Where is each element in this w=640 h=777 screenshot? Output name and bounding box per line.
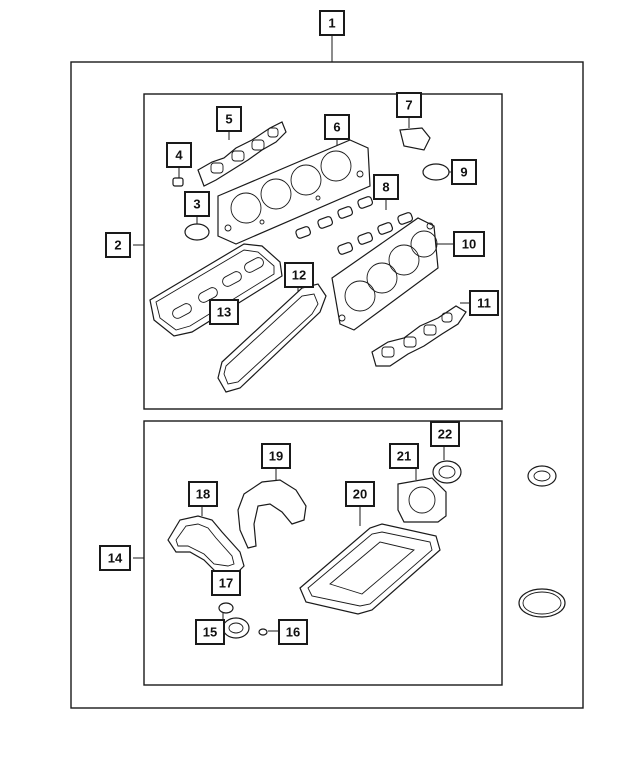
callout-18: 18 xyxy=(188,481,218,507)
callout-1: 1 xyxy=(319,10,345,36)
svg-text:16: 16 xyxy=(286,625,300,640)
loose-seal-small xyxy=(527,465,557,487)
intake-gaskets-part-8 xyxy=(295,196,414,255)
svg-text:12: 12 xyxy=(292,268,306,283)
seal-part-9 xyxy=(422,163,450,181)
oil-pan-gasket-part-20 xyxy=(299,523,441,615)
loose-seal-large xyxy=(518,588,566,618)
small-o-ring xyxy=(218,602,234,614)
svg-text:2: 2 xyxy=(114,238,121,253)
cylinder-head-gasket-part-10 xyxy=(331,217,439,331)
gasket-part-7 xyxy=(399,127,431,151)
svg-text:6: 6 xyxy=(333,120,340,135)
callout-17: 17 xyxy=(211,570,241,596)
callout-7: 7 xyxy=(396,92,422,118)
valve-cover-gasket-part-13 xyxy=(149,243,283,337)
svg-text:1: 1 xyxy=(328,16,335,31)
upper-gasket-set-frame xyxy=(143,93,503,410)
callout-21: 21 xyxy=(389,443,419,469)
callout-13: 13 xyxy=(209,299,239,325)
callout-20: 20 xyxy=(345,481,375,507)
svg-text:8: 8 xyxy=(382,180,389,195)
tiny-o-ring-part-16 xyxy=(258,628,268,636)
callout-12: 12 xyxy=(284,262,314,288)
svg-text:9: 9 xyxy=(460,165,467,180)
callout-6: 6 xyxy=(324,114,350,140)
front-cover-gasket-part-19 xyxy=(237,479,307,549)
svg-text:21: 21 xyxy=(397,449,411,464)
callout-16: 16 xyxy=(278,619,308,645)
svg-text:14: 14 xyxy=(108,551,123,566)
seal-part-4 xyxy=(172,177,184,187)
callout-11: 11 xyxy=(469,290,499,316)
gasket-part-18 xyxy=(167,515,245,575)
svg-text:3: 3 xyxy=(193,197,200,212)
svg-text:17: 17 xyxy=(219,576,233,591)
svg-text:4: 4 xyxy=(175,148,183,163)
callout-19: 19 xyxy=(261,443,291,469)
callout-8: 8 xyxy=(373,174,399,200)
svg-text:7: 7 xyxy=(405,98,412,113)
callout-10: 10 xyxy=(453,231,485,257)
rear-seal-retainer-part-21 xyxy=(397,477,447,523)
callout-3: 3 xyxy=(184,191,210,217)
callout-14: 14 xyxy=(99,545,131,571)
exhaust-manifold-gasket-part-11 xyxy=(371,305,467,367)
callout-15: 15 xyxy=(195,619,225,645)
svg-text:18: 18 xyxy=(196,487,210,502)
svg-text:19: 19 xyxy=(269,449,283,464)
callout-2: 2 xyxy=(105,232,131,258)
rear-crank-seal-part-22 xyxy=(432,460,462,484)
svg-text:13: 13 xyxy=(217,305,231,320)
svg-text:20: 20 xyxy=(353,487,367,502)
callout-22: 22 xyxy=(430,421,460,447)
svg-text:10: 10 xyxy=(462,237,476,252)
callout-9: 9 xyxy=(451,159,477,185)
exhaust-manifold-gasket-part-5 xyxy=(197,121,287,187)
front-crank-seal-part-15 xyxy=(222,617,250,639)
svg-text:22: 22 xyxy=(438,427,452,442)
callout-4: 4 xyxy=(166,142,192,168)
kit-outer-frame xyxy=(70,61,584,709)
svg-text:11: 11 xyxy=(477,296,491,311)
svg-text:15: 15 xyxy=(203,625,217,640)
lower-gasket-set-frame xyxy=(143,420,503,686)
o-ring-part-3 xyxy=(184,223,210,241)
callout-5: 5 xyxy=(216,106,242,132)
svg-text:5: 5 xyxy=(225,112,232,127)
